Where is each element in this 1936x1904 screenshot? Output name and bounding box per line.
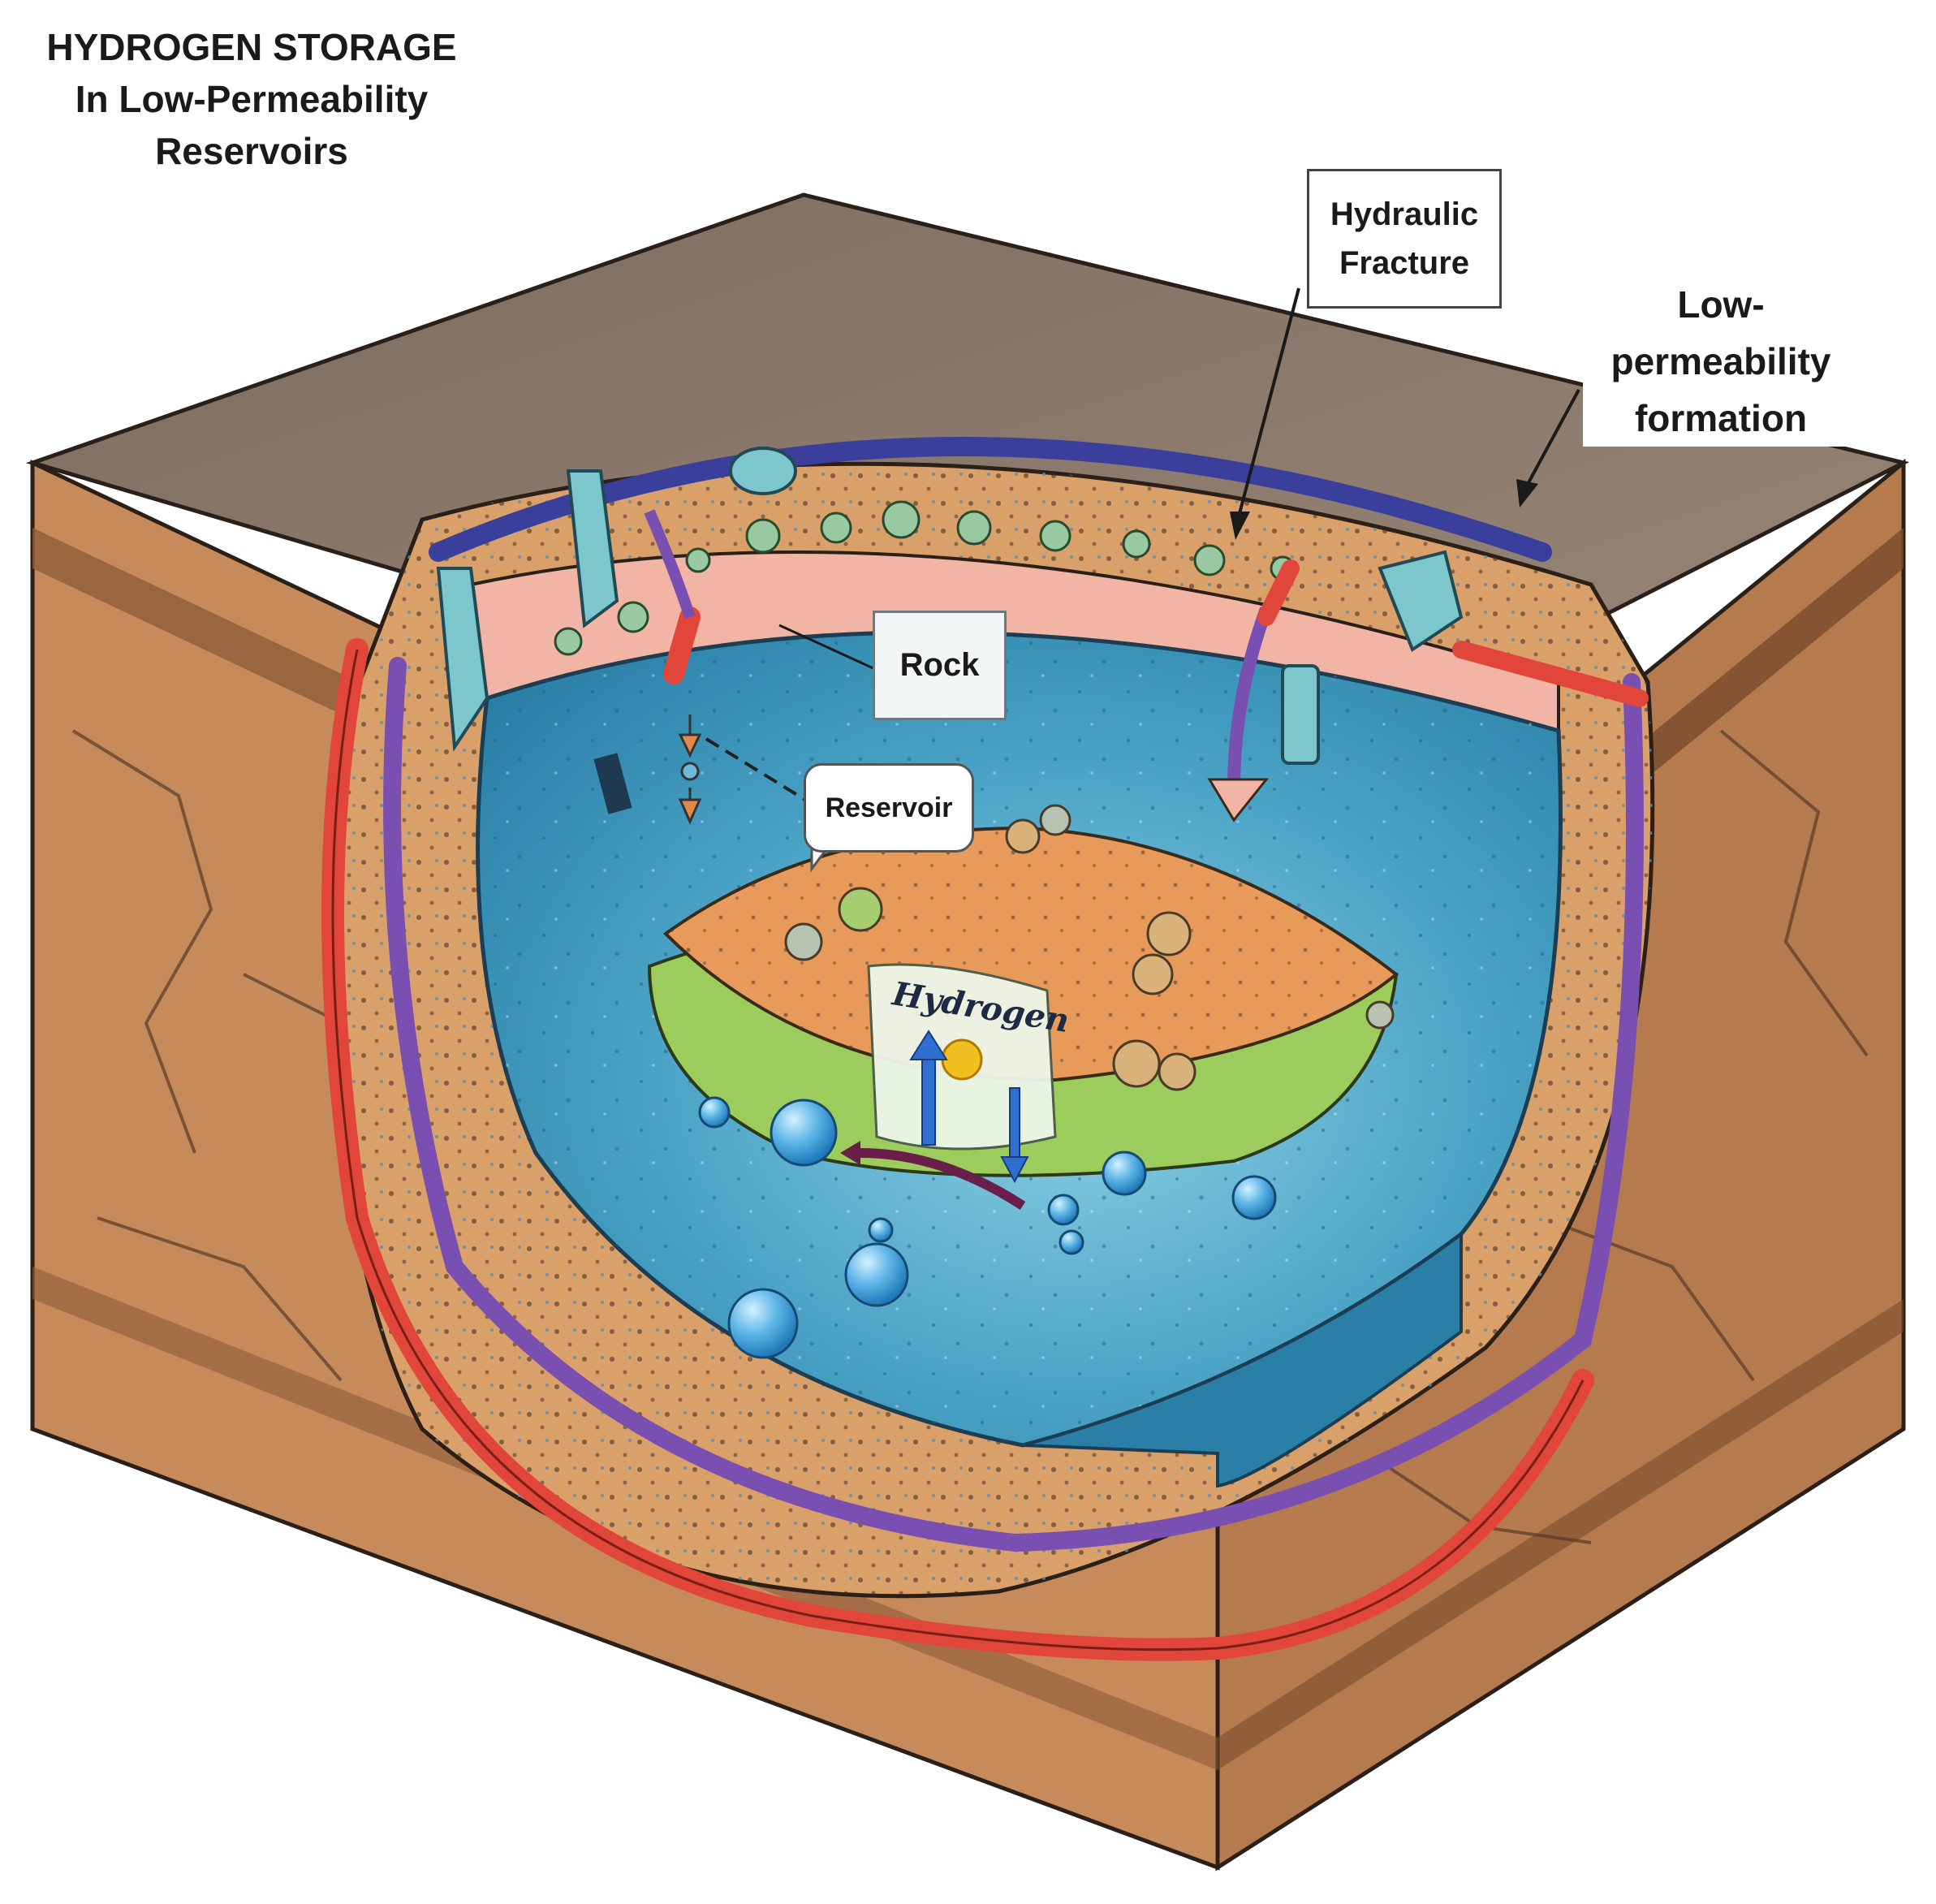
reservoir-callout: Reservoir <box>804 763 974 853</box>
down-arrow-icon <box>678 715 702 825</box>
low-permeability-label: Low- permeability formation <box>1583 276 1859 447</box>
lowperm-leader <box>1524 389 1580 488</box>
hydraulic-leader <box>1236 287 1300 520</box>
red-pipe-right <box>1452 641 1649 707</box>
rock-label: Rock <box>873 611 1007 720</box>
diagram-title: HYDROGEN STORAGE In Low-Permeability Res… <box>24 21 479 177</box>
rock-text: Rock <box>899 647 980 683</box>
lowperm-line-1: Low- <box>1677 283 1765 326</box>
hydraulic-fracture-label: Hydraulic Fracture <box>1307 169 1502 309</box>
hydraulic-line-2: Fracture <box>1339 245 1470 281</box>
title-line-3: Reservoirs <box>155 130 348 172</box>
purple-down-arrow <box>1227 607 1273 788</box>
purple-pipe <box>383 657 1644 1552</box>
up-arrow-icon <box>909 1030 948 1146</box>
spark-icon <box>941 1038 983 1081</box>
down-arrow-icon-2 <box>1000 1087 1029 1184</box>
reservoir-text: Reservoir <box>825 792 953 823</box>
lowperm-line-2: permeability <box>1610 340 1831 382</box>
bubble-icon <box>698 1096 1277 1359</box>
title-line-2: In Low-Permeability <box>75 78 429 120</box>
flow-arrow <box>860 1148 1026 1211</box>
hydraulic-line-1: Hydraulic <box>1330 196 1479 232</box>
title-line-1: HYDROGEN STORAGE <box>46 26 457 68</box>
lowperm-line-3: formation <box>1634 397 1808 439</box>
rock-leader <box>778 624 877 671</box>
